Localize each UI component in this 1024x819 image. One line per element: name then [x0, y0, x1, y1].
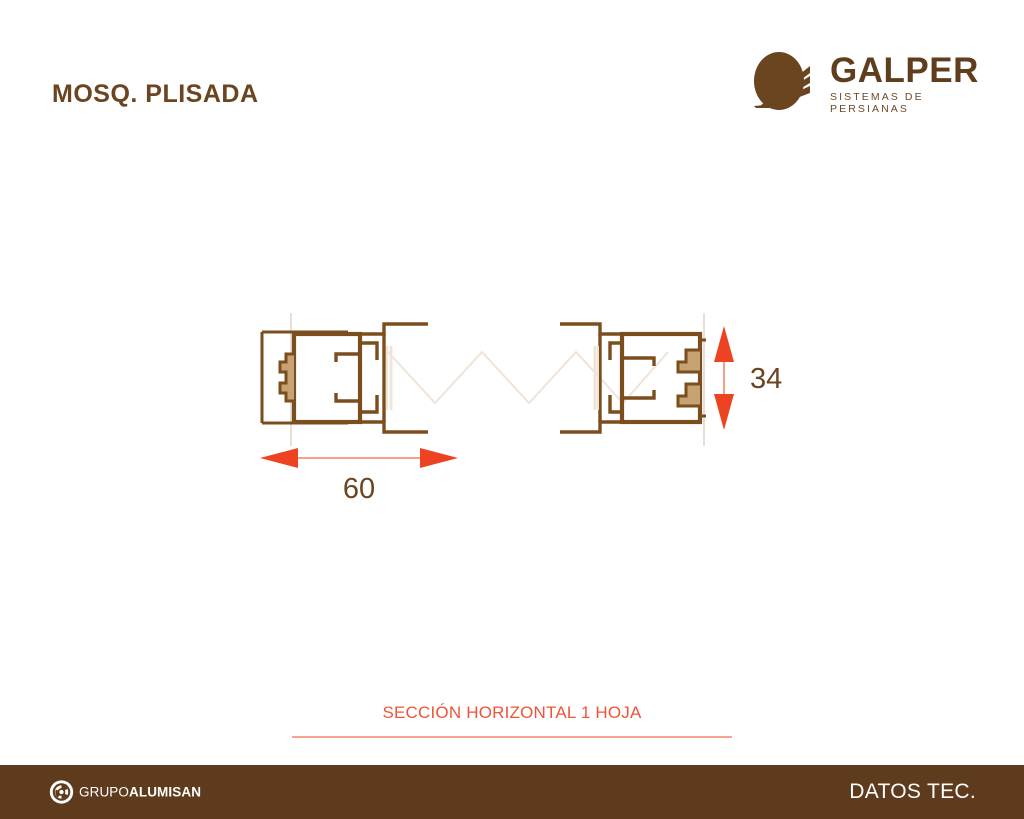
- drawing-area: 60 34: [0, 140, 1024, 700]
- right-profile: [560, 322, 706, 434]
- galper-wordmark: GALPER: [830, 51, 979, 90]
- dimension-height-label: 34: [750, 363, 782, 395]
- section-drawing: 60 34: [260, 313, 782, 505]
- dimension-width-60: 60: [260, 448, 458, 505]
- dimension-height-34: 34: [714, 326, 782, 430]
- left-connector-clip: [278, 352, 294, 403]
- page-title: MOSQ. PLISADA: [52, 80, 259, 108]
- section-caption: SECCIÓN HORIZONTAL 1 HOJA: [382, 703, 642, 722]
- dimension-width-label: 60: [343, 473, 375, 505]
- caption-block: SECCIÓN HORIZONTAL 1 HOJA: [0, 703, 1024, 738]
- caption-divider: [292, 736, 732, 738]
- galper-logo: GALPER SISTEMAS DE PERSIANAS: [752, 50, 982, 116]
- galper-tagline: SISTEMAS DE PERSIANAS: [830, 91, 924, 115]
- alumisan-wordmark: GRUPOALUMISAN: [79, 785, 201, 800]
- galper-wordmark-group: GALPER SISTEMAS DE PERSIANAS: [830, 51, 982, 116]
- alumisan-wordmark-prefix: GRUPO: [79, 784, 130, 800]
- left-profile: [260, 322, 428, 434]
- footer-section-label: DATOS TEC.: [849, 780, 976, 803]
- alumisan-logo: GRUPOALUMISAN: [49, 780, 201, 805]
- galper-wheat-circle-icon: [754, 52, 810, 110]
- page-footer: GRUPOALUMISAN DATOS TEC.: [0, 765, 1024, 819]
- alumisan-wordmark-suffix: ALUMISAN: [129, 784, 202, 800]
- alumisan-circle-icon: [49, 780, 74, 804]
- page-header: MOSQ. PLISADA GALPER SISTEMAS DE PERSIAN…: [0, 0, 1024, 140]
